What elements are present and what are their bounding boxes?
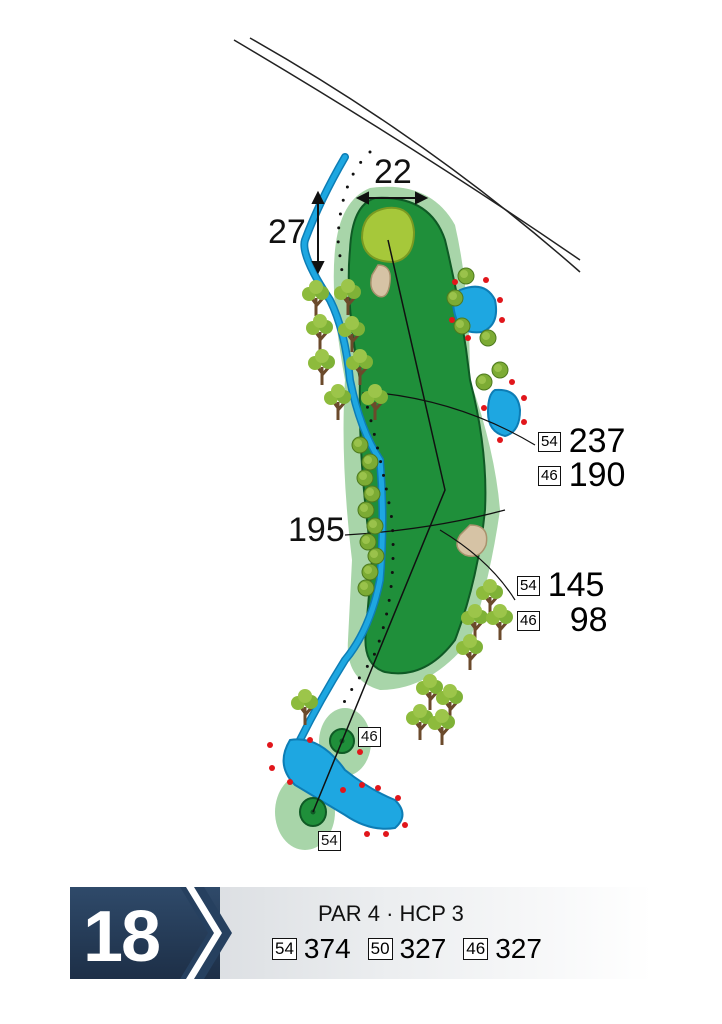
distance-row: 46 98 — [517, 601, 608, 640]
tee-box-icon: 50 — [367, 938, 393, 960]
pond — [486, 388, 522, 438]
road-line — [233, 39, 581, 261]
arc-145 — [439, 529, 516, 601]
tee-marker-front: 46 — [358, 727, 381, 747]
green-width-label: 22 — [374, 153, 412, 191]
chevron-right-icon — [180, 887, 232, 979]
tee-length: 374 — [303, 933, 351, 964]
hazard-stake-icon — [267, 277, 527, 837]
green-depth-label: 27 — [268, 213, 306, 251]
hole-number: 18 — [83, 897, 161, 977]
putting-green — [360, 206, 416, 264]
distance-row: 46 190 — [538, 456, 625, 495]
arc-195 — [344, 509, 506, 536]
par-hcp: PAR 4 · HCP 3 — [318, 901, 464, 926]
distance-value: 190 — [568, 456, 626, 494]
distance-row: 54 145 — [517, 566, 604, 605]
carry-195-label: 195 — [288, 511, 345, 549]
tee-box-icon: 46 — [538, 465, 561, 486]
distance-value: 98 — [569, 601, 608, 639]
tee-box-icon: 46 — [463, 938, 489, 960]
tee-length: 327 — [495, 933, 542, 964]
road-line — [249, 37, 581, 273]
distance-value: 145 — [547, 566, 605, 604]
tee-box-icon: 46 — [517, 610, 540, 631]
tee-box-icon: 54 — [517, 575, 540, 596]
pond — [282, 738, 404, 830]
tee-lengths: 54 374 50 327 46 327 — [272, 933, 552, 965]
play-line — [312, 239, 446, 813]
tee-marker-back: 54 — [318, 831, 341, 851]
tee-box-icon: 54 — [538, 431, 561, 452]
tee-length: 327 — [399, 933, 447, 964]
bunker — [370, 264, 391, 298]
arc-237 — [369, 391, 536, 446]
distance-value: 237 — [568, 422, 626, 460]
hole-info-bar: 18 PAR 4 · HCP 3 54 374 50 327 46 327 — [70, 887, 653, 979]
direction-arrow-icon — [311, 190, 429, 275]
distance-row: 54 237 — [538, 422, 625, 461]
tee-box-icon: 54 — [272, 938, 297, 960]
